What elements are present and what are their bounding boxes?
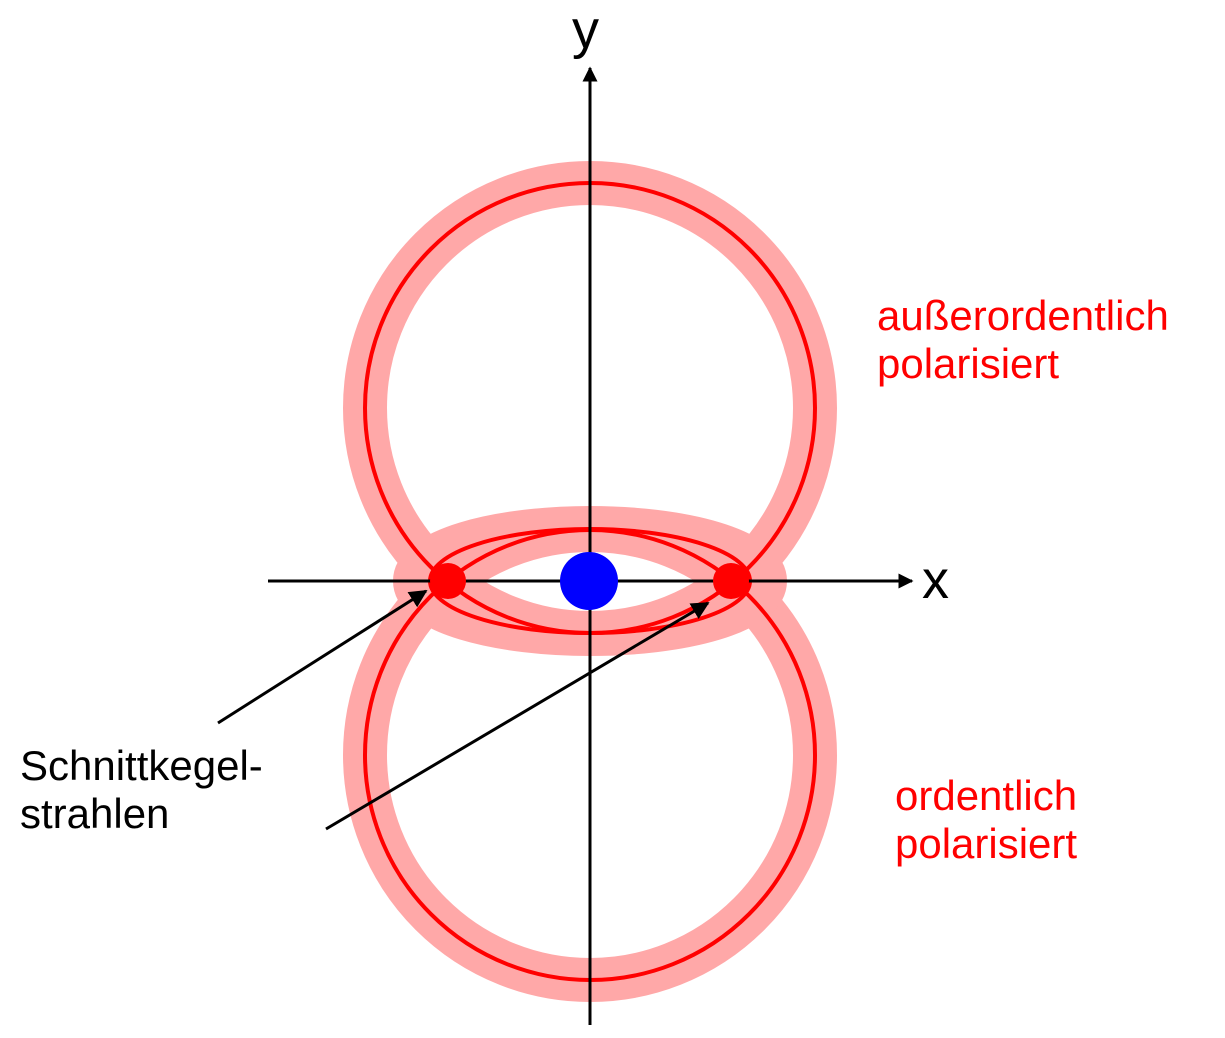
x-axis-label: x bbox=[922, 550, 949, 610]
intersection-label-line2: strahlen bbox=[20, 790, 169, 837]
pointer-arrow-right bbox=[325, 601, 710, 831]
center-dot bbox=[560, 552, 618, 610]
intersection-dot-right bbox=[713, 563, 749, 599]
extraordinary-label-line1: außerordentlich bbox=[877, 292, 1169, 339]
pointer-arrow-left bbox=[217, 589, 428, 725]
extraordinary-label-line2: polarisiert bbox=[877, 340, 1059, 387]
ordinary-label-line1: ordentlich bbox=[895, 772, 1077, 819]
ordinary-label-line2: polarisiert bbox=[895, 820, 1077, 867]
y-axis-label: y bbox=[572, 0, 599, 60]
intersection-dot-left bbox=[430, 563, 466, 599]
intersection-label-line1: Schnittkegel- bbox=[20, 742, 263, 789]
